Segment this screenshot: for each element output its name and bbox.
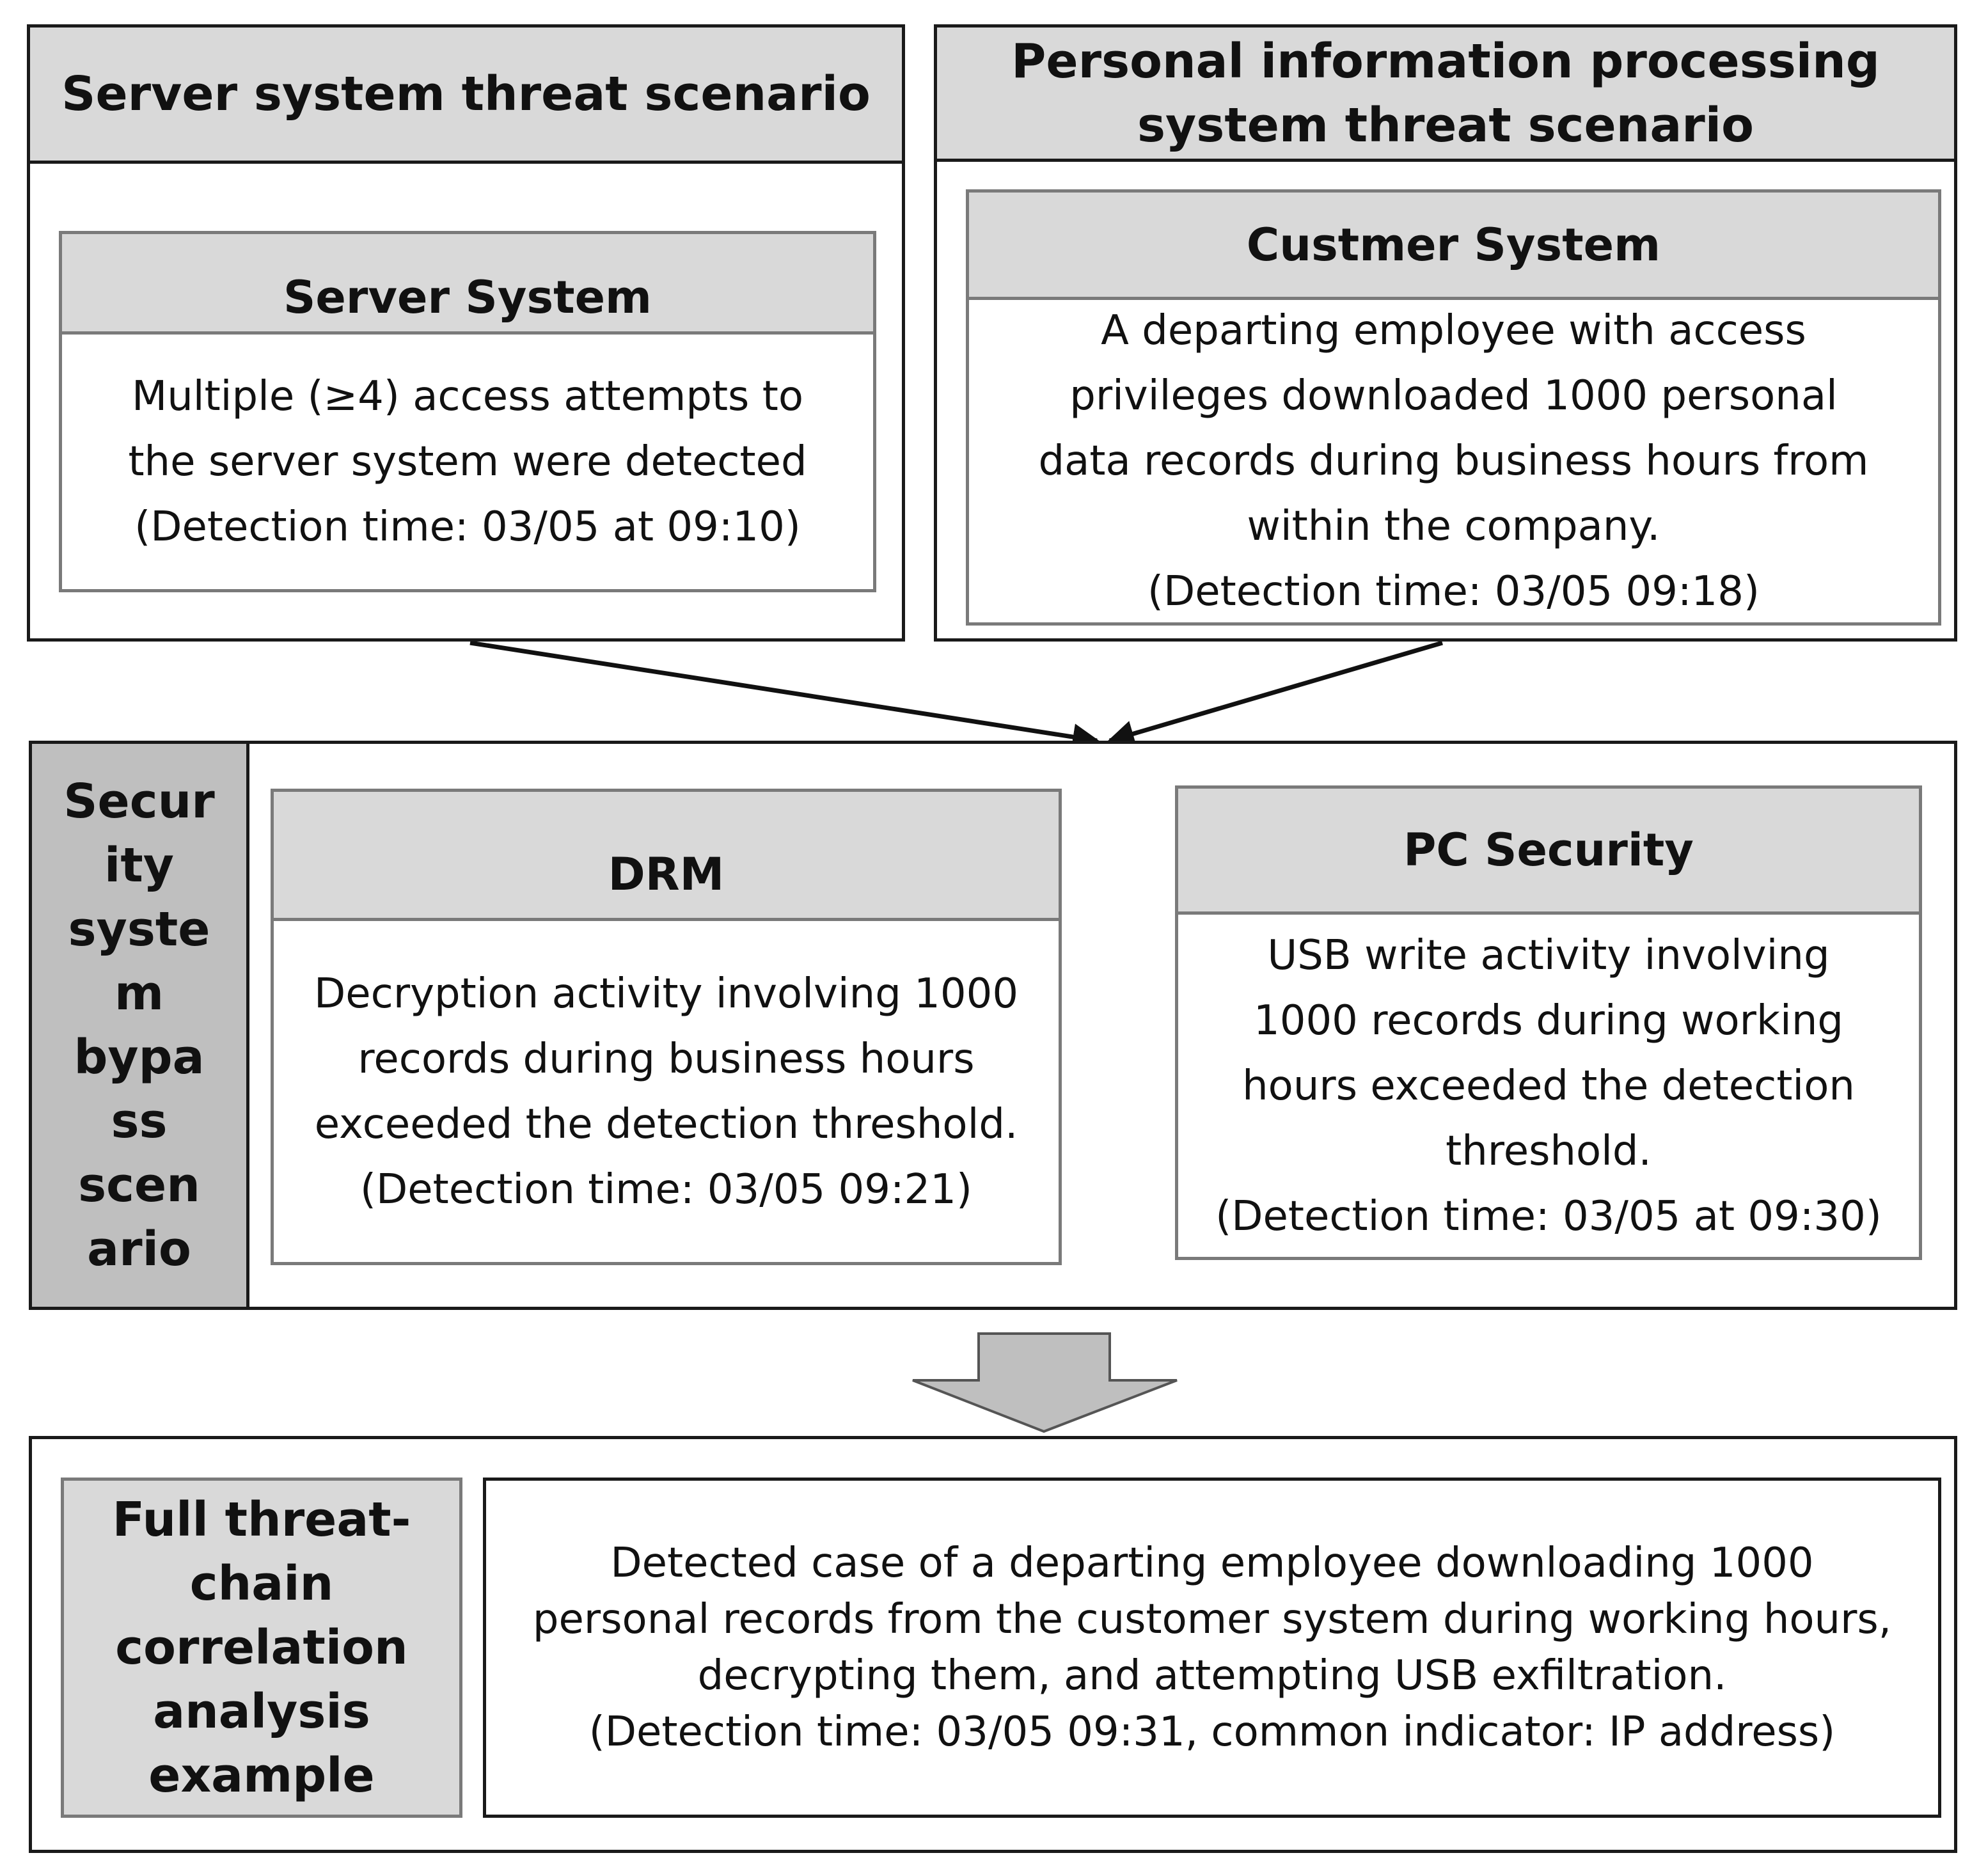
drm-description: Decryption activity involving 1000 recor… (274, 921, 1059, 1262)
server-scenario-title-text: Server system threat scenario (61, 67, 871, 122)
correlation-label-line: chain (189, 1556, 334, 1611)
bypass-scenario-label: Secur ity syste m bypa ss scen ario (32, 744, 249, 1307)
description-line: decrypting them, and attempting USB exfi… (697, 1652, 1727, 1699)
arrow-server-to-bypass (469, 640, 1100, 750)
description-line: A departing employee with access (1101, 307, 1806, 354)
description-line: personal records from the customer syste… (532, 1596, 1892, 1643)
drm-name: DRM (608, 847, 725, 901)
description-line: records during business hours (358, 1035, 975, 1083)
description-line: USB write activity involving (1267, 931, 1830, 979)
correlation-label-line: Full threat- (112, 1492, 411, 1547)
bypass-label-line: syste (68, 902, 210, 957)
description-line: within the company. (1247, 503, 1660, 550)
arrow-personal-to-bypass (1107, 640, 1443, 747)
correlation-panel: Full threat- chain correlation analysis … (29, 1436, 1957, 1853)
bypass-label-line: Secur (63, 774, 215, 829)
description-line: privileges downloaded 1000 personal (1069, 372, 1838, 420)
bypass-label-line: ss (111, 1094, 168, 1149)
personal-scenario-panel: Personal information processing system t… (934, 24, 1957, 642)
bypass-label-line: bypa (74, 1030, 205, 1085)
pc-security-description: USB write activity involving 1000 record… (1178, 915, 1919, 1257)
description-line: Multiple (≥4) access attempts to (132, 373, 803, 420)
description-line: hours exceeded the detection (1242, 1062, 1855, 1110)
description-line: threshold. (1446, 1127, 1652, 1175)
correlation-label-line: analysis (153, 1684, 370, 1739)
server-scenario-title: Server system threat scenario (30, 28, 902, 164)
description-line: exceeded the detection threshold. (314, 1100, 1018, 1148)
down-block-arrow (912, 1332, 1178, 1433)
customer-system-description: A departing employee with access privile… (969, 300, 1938, 622)
description-line: (Detection time: 03/05 at 09:10) (134, 503, 801, 551)
customer-system-box: Custmer System A departing employee with… (966, 189, 1941, 626)
description-line: (Detection time: 03/05 09:21) (360, 1165, 972, 1213)
description-line: Decryption activity involving 1000 (313, 970, 1019, 1018)
description-line: (Detection time: 03/05 09:31, common ind… (588, 1708, 1836, 1756)
bypass-label-line: ity (104, 838, 174, 893)
pc-security-box: PC Security USB write activity involving… (1175, 785, 1922, 1260)
drm-header: DRM (274, 792, 1059, 921)
correlation-description-box: Detected case of a departing employee do… (483, 1478, 1941, 1818)
bypass-label-line: scen (78, 1158, 200, 1213)
personal-scenario-title-line: Personal information processing (1011, 33, 1880, 89)
description-line: (Detection time: 03/05 at 09:30) (1215, 1192, 1882, 1240)
customer-system-name: Custmer System (1246, 218, 1661, 271)
description-line: 1000 records during working (1254, 997, 1843, 1044)
description-line: Detected case of a departing employee do… (610, 1540, 1814, 1587)
customer-system-header: Custmer System (969, 193, 1938, 300)
bypass-scenario-panel: Secur ity syste m bypa ss scen ario DRM … (29, 741, 1957, 1310)
server-system-header: Server System (62, 234, 873, 335)
correlation-description: Detected case of a departing employee do… (486, 1481, 1938, 1815)
bypass-label-line: ario (87, 1222, 191, 1277)
description-line: (Detection time: 03/05 09:18) (1147, 568, 1760, 615)
correlation-label-line: example (148, 1748, 375, 1803)
drm-box: DRM Decryption activity involving 1000 r… (271, 789, 1062, 1265)
server-system-box: Server System Multiple (≥4) access attem… (59, 231, 876, 592)
bypass-label-line: m (114, 966, 164, 1021)
description-line: the server system were detected (128, 438, 807, 485)
personal-scenario-title-line: system threat scenario (1137, 97, 1754, 153)
server-system-name: Server System (283, 271, 652, 324)
correlation-label: Full threat- chain correlation analysis … (61, 1478, 462, 1818)
correlation-label-line: correlation (115, 1620, 408, 1675)
pc-security-header: PC Security (1178, 789, 1919, 915)
pc-security-name: PC Security (1403, 824, 1694, 876)
server-system-description: Multiple (≥4) access attempts to the ser… (62, 335, 873, 589)
server-scenario-panel: Server system threat scenario Server Sys… (27, 24, 905, 642)
personal-scenario-title: Personal information processing system t… (937, 28, 1954, 162)
description-line: data records during business hours from (1038, 437, 1869, 485)
